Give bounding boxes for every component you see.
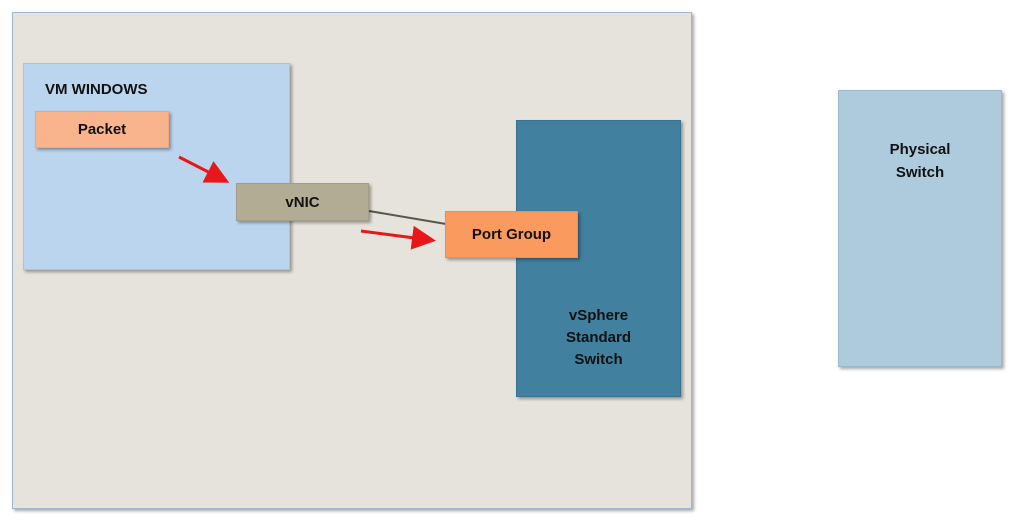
packet-label: Packet — [77, 121, 127, 138]
vnic-box: vNIC — [236, 183, 369, 221]
vss-label-line-1: vSphere — [568, 307, 629, 324]
physical-switch-line-1: Physical — [889, 140, 951, 158]
vm-title: VM WINDOWS — [45, 81, 148, 98]
physical-switch-line-2: Switch — [895, 163, 945, 181]
vss-label-line-3: Switch — [574, 351, 623, 368]
packet-box: Packet — [35, 111, 169, 148]
physical-switch-label: Physical Switch — [890, 138, 951, 184]
vsphere-standard-switch-box — [516, 120, 681, 397]
port-group-box: Port Group — [445, 211, 578, 258]
vss-label-line-2: Standard — [565, 329, 631, 346]
vm-windows-box — [23, 63, 290, 270]
vsphere-standard-switch-label: vSphere Standard Switch — [516, 305, 681, 371]
port-group-label: Port Group — [471, 226, 552, 243]
vnic-label: vNIC — [285, 193, 320, 211]
physical-switch-box: Physical Switch — [838, 90, 1002, 367]
